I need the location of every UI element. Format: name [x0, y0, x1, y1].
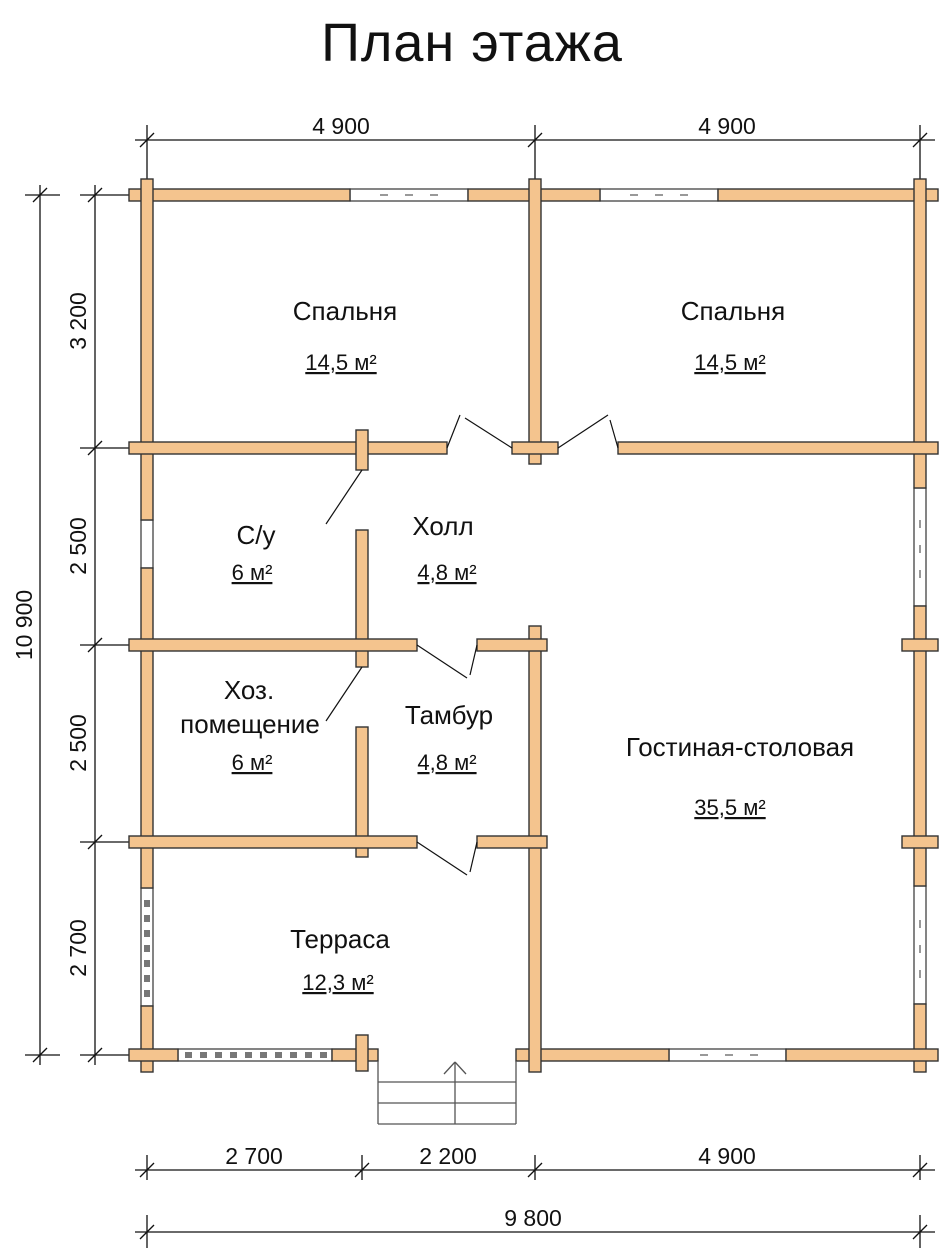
room-name: Терраса [290, 924, 390, 954]
dim-left-total: 10 900 [11, 590, 37, 660]
dim-left-utility: 2 500 [65, 714, 91, 772]
dim-bottom-vestibule: 2 200 [419, 1143, 477, 1169]
room-hall: Холл 4,8 м² [412, 511, 476, 585]
room-area: 4,8 м² [417, 560, 476, 585]
room-name: Холл [412, 511, 473, 541]
room-terrace: Терраса 12,3 м² [290, 924, 390, 995]
dimension-lines [25, 125, 935, 1248]
entry-stairs [377, 1061, 517, 1125]
dim-left-bathroom: 2 500 [65, 517, 91, 575]
room-name-line1: Хоз. [224, 675, 274, 705]
windows [140, 188, 927, 1062]
room-name: С/у [237, 520, 276, 550]
room-vestibule: Тамбур 4,8 м² [405, 700, 493, 775]
room-area: 14,5 м² [305, 350, 376, 375]
room-name: Тамбур [405, 700, 493, 730]
room-utility: Хоз. помещение 6 м² [180, 675, 320, 775]
room-name: Спальня [681, 296, 785, 326]
plan-title: План этажа [321, 13, 623, 73]
dim-top-left: 4 900 [312, 113, 370, 139]
room-area: 12,3 м² [302, 970, 373, 995]
room-name: Гостиная-столовая [626, 732, 854, 762]
room-area: 4,8 м² [417, 750, 476, 775]
doors [325, 414, 619, 876]
room-bathroom: С/у 6 м² [232, 520, 276, 585]
dim-left-terrace: 2 700 [65, 919, 91, 977]
room-area: 6 м² [232, 750, 273, 775]
room-bedroom-1: Спальня 14,5 м² [293, 296, 397, 375]
walls [128, 178, 939, 1073]
window-bathroom [140, 519, 154, 569]
room-area: 14,5 м² [694, 350, 765, 375]
room-area: 35,5 м² [694, 795, 765, 820]
dim-bottom-total: 9 800 [504, 1205, 562, 1231]
room-living-dining: Гостиная-столовая 35,5 м² [626, 732, 854, 820]
room-name-line2: помещение [180, 709, 320, 739]
dim-bottom-terrace: 2 700 [225, 1143, 283, 1169]
room-name: Спальня [293, 296, 397, 326]
room-bedroom-2: Спальня 14,5 м² [681, 296, 785, 375]
dim-top-right: 4 900 [698, 113, 756, 139]
dim-left-bedroom: 3 200 [65, 292, 91, 350]
room-area: 6 м² [232, 560, 273, 585]
dim-bottom-living: 4 900 [698, 1143, 756, 1169]
